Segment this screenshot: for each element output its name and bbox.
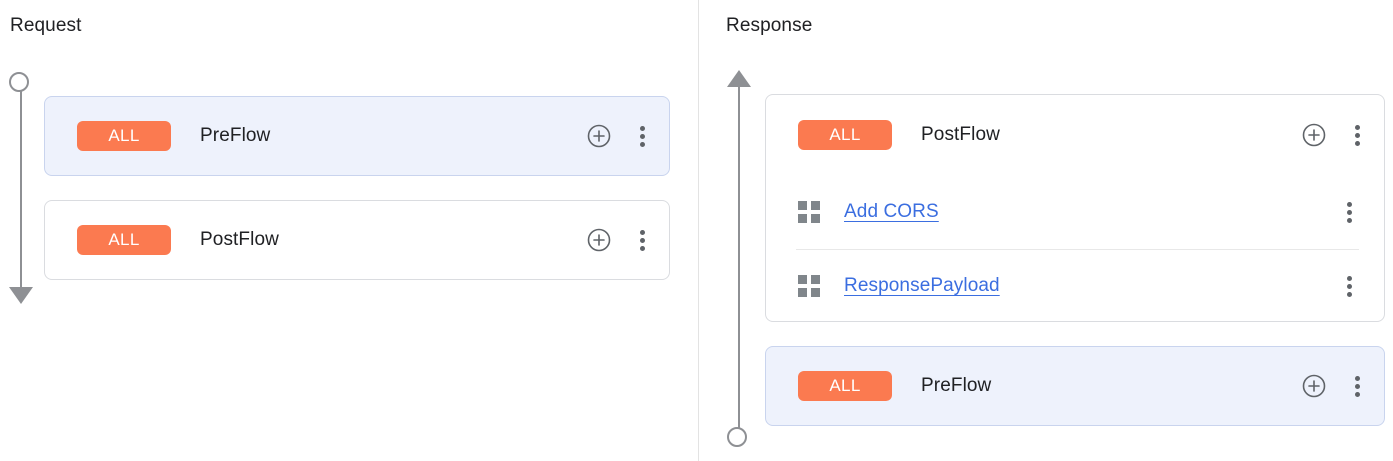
more-options-icon[interactable] [631, 124, 653, 148]
policy-divider [796, 249, 1359, 250]
more-options-icon[interactable] [1338, 274, 1360, 298]
flow-card-header: ALL PostFlow [45, 201, 669, 279]
add-policy-icon[interactable] [1302, 123, 1326, 147]
more-options-icon[interactable] [1346, 374, 1368, 398]
response-panel-title: Response [726, 15, 813, 36]
add-policy-icon[interactable] [587, 124, 611, 148]
more-options-icon[interactable] [1346, 123, 1368, 147]
status-badge: ALL [798, 371, 892, 401]
flow-card-response-postflow[interactable]: ALL PostFlow Add CORS [765, 94, 1385, 322]
arrow-down-icon [9, 287, 33, 304]
request-panel: Request ALL PreFlow [9, 15, 670, 304]
response-panel: Response [699, 0, 1393, 461]
flow-card-header: ALL PostFlow [766, 95, 1384, 175]
status-badge: ALL [77, 121, 171, 151]
circle-endpoint-icon [9, 72, 29, 92]
add-policy-icon[interactable] [587, 228, 611, 252]
status-badge: ALL [798, 120, 892, 150]
flow-card-header: ALL PreFlow [766, 347, 1384, 425]
policy-link[interactable]: ResponsePayload [844, 275, 1000, 296]
more-options-icon[interactable] [1338, 200, 1360, 224]
circle-endpoint-icon [727, 427, 747, 447]
rail-line [738, 85, 740, 435]
flow-card-response-preflow[interactable]: ALL PreFlow [765, 346, 1385, 426]
flow-card-header: ALL PreFlow [45, 97, 669, 175]
policy-grid-icon [798, 201, 820, 223]
policy-grid-icon [798, 275, 820, 297]
arrow-up-icon [727, 70, 751, 87]
request-flow-rail [9, 72, 33, 304]
status-badge: ALL [77, 225, 171, 255]
flow-card-request-postflow[interactable]: ALL PostFlow [44, 200, 670, 280]
flow-card-request-preflow[interactable]: ALL PreFlow [44, 96, 670, 176]
response-flow-rail [727, 70, 751, 450]
more-options-icon[interactable] [631, 228, 653, 252]
flow-name-label: PostFlow [200, 229, 279, 250]
add-policy-icon[interactable] [1302, 374, 1326, 398]
flow-name-label: PreFlow [921, 375, 992, 396]
panel-divider [698, 0, 699, 461]
policy-link[interactable]: Add CORS [844, 201, 939, 222]
rail-line [20, 90, 22, 290]
flow-name-label: PreFlow [200, 125, 271, 146]
policy-row[interactable]: Add CORS [766, 175, 1384, 249]
flow-name-label: PostFlow [921, 124, 1000, 145]
policy-row[interactable]: ResponsePayload [766, 249, 1384, 323]
request-panel-title: Request [10, 15, 82, 36]
